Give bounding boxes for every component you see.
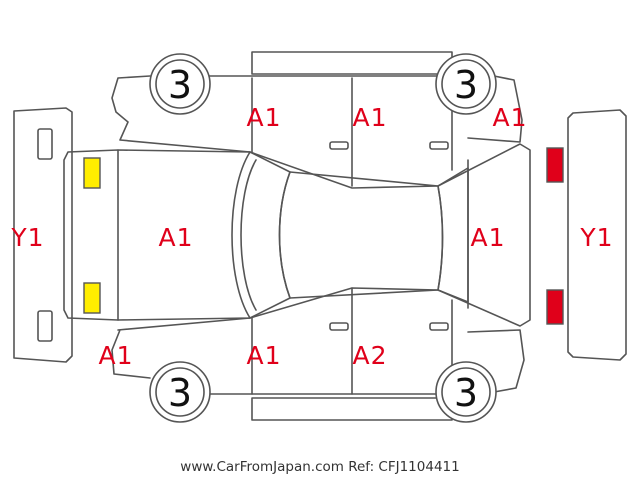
label-top-front-door: A1 (246, 103, 281, 132)
label-top-rear-door: A1 (352, 103, 387, 132)
front-light-left-marker (83, 157, 101, 189)
wheel-front-right: 3 (435, 53, 497, 115)
wheel-number: 3 (454, 371, 478, 415)
label-bottom-front-fender: A1 (98, 341, 133, 370)
roof (278, 171, 444, 299)
label-rear-bumper: Y1 (579, 223, 613, 252)
label-bottom-rear-door: A2 (352, 341, 387, 370)
windshield (231, 151, 291, 319)
wheel-rear-right: 3 (435, 361, 497, 423)
label-hood: A1 (158, 223, 193, 252)
wheel-rear-left: 3 (149, 361, 211, 423)
wheel-front-left: 3 (149, 53, 211, 115)
watermark: www.CarFromJapan.com Ref: CFJ1104411 (180, 459, 459, 475)
wheel-number: 3 (168, 371, 192, 415)
rear-window (437, 167, 469, 303)
label-front-bumper: Y1 (10, 223, 44, 252)
wheel-number: 3 (454, 63, 478, 107)
rear-bumper (567, 109, 627, 361)
label-tailgate: A1 (470, 223, 505, 252)
label-top-rear-quarter: A1 (492, 103, 527, 132)
wheel-number: 3 (168, 63, 192, 107)
front-bumper (13, 107, 73, 363)
label-bottom-front-door: A1 (246, 341, 281, 370)
rear-light-left-marker (546, 147, 564, 183)
rear-light-right-marker (546, 289, 564, 325)
front-light-right-marker (83, 282, 101, 314)
